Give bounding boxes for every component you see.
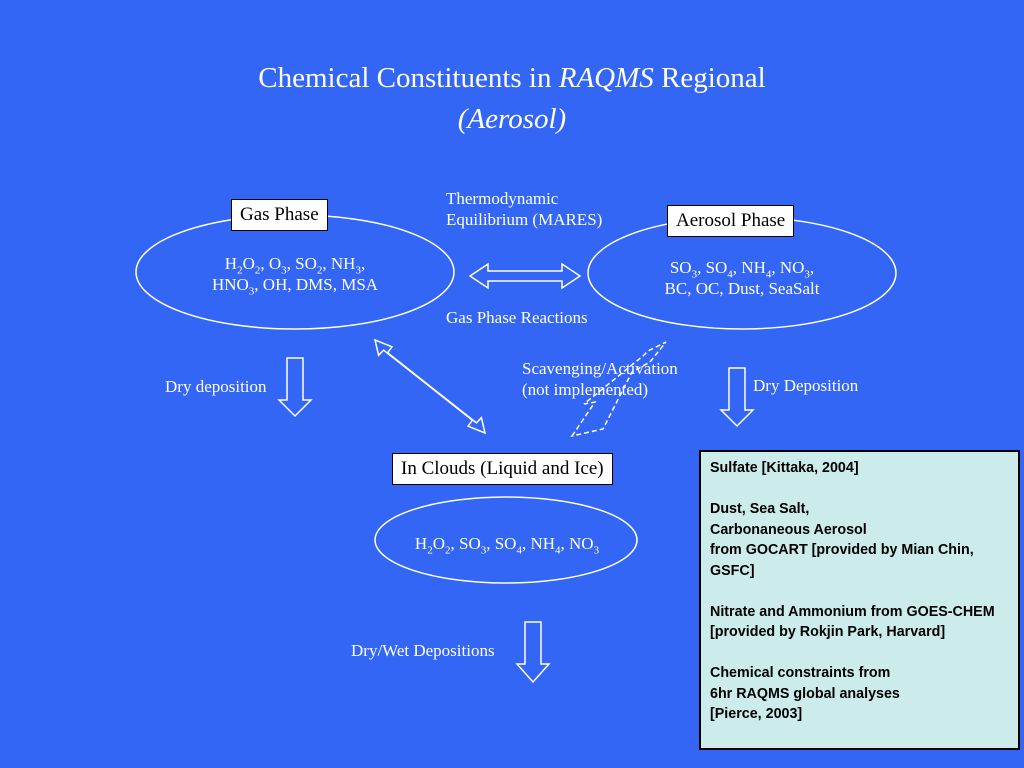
- formula-text: , NO: [560, 534, 594, 553]
- formula-text: , NO: [771, 258, 805, 277]
- formula-subscript: 2: [444, 544, 451, 557]
- formula-text: , NH: [732, 258, 766, 277]
- info-line: [Pierce, 2003]: [710, 706, 803, 722]
- double-arrow-gas-aerosol: [468, 262, 582, 290]
- down-arrow-dry-deposition-left: [277, 357, 313, 418]
- dry-deposition-left-label: Dry deposition: [165, 377, 267, 396]
- down-arrow-dry-wet: [515, 621, 551, 684]
- formula-subscript: 3: [480, 544, 487, 557]
- thermo-equilibrium-label: Thermodynamic Equilibrium (MARES): [446, 188, 602, 230]
- info-line: from GOCART [provided by Mian Chin, GSFC…: [710, 542, 974, 579]
- title-model-name: RAQMS: [558, 62, 654, 94]
- title-suffix: Regional: [653, 62, 766, 94]
- formula-subscript: 2: [237, 264, 243, 277]
- dashed-arrow-scavenging: [570, 341, 667, 438]
- gas-phase-species: H2O2, O3, SO2, NH3, HNO3, OH, DMS, MSA: [170, 253, 420, 298]
- gas-phase-reactions-label: Gas Phase Reactions: [446, 308, 588, 327]
- gas-species-line-2: HNO3, OH, DMS, MSA: [170, 274, 420, 298]
- formula-text: H: [224, 254, 238, 273]
- aerosol-species-line-2: BC, OC, Dust, SeaSalt: [664, 279, 820, 298]
- formula-text: , SO: [486, 534, 517, 553]
- info-gocart: Dust, Sea Salt, Carbonaneous Aerosol from …: [710, 499, 1014, 581]
- formula-text: O: [432, 534, 445, 553]
- dry-deposition-right-label: Dry Deposition: [753, 376, 859, 395]
- formula-subscript: 3: [804, 268, 810, 281]
- formula-subscript: 3: [248, 285, 255, 298]
- info-line: Sulfate [Kittaka, 2004]: [710, 460, 859, 476]
- clouds-species-line-1: H2O2, SO3, SO4, NH4, NO3: [376, 533, 638, 557]
- formula-subscript: 4: [765, 268, 772, 281]
- clouds-label: In Clouds (Liquid and Ice): [392, 453, 613, 485]
- formula-subscript: 4: [555, 544, 561, 557]
- dry-wet-depositions-label: Dry/Wet Depositions: [351, 641, 495, 660]
- page-title: Chemical Constituents in RAQMS Regional: [0, 60, 1024, 96]
- scavenging-line-2: (not implemented): [522, 380, 649, 399]
- info-constraints: Chemical constraints from 6hr RAQMS globa…: [710, 663, 1014, 725]
- aerosol-phase-label: Aerosol Phase: [667, 205, 795, 237]
- clouds-ellipse: [374, 496, 638, 584]
- scavenging-line-1: Scavenging/Activation: [522, 359, 678, 378]
- gas-phase-label: Gas Phase: [231, 199, 328, 231]
- formula-text: , SO: [286, 254, 317, 273]
- clouds-species: H2O2, SO3, SO4, NH4, NO3: [376, 533, 638, 557]
- formula-text: ,: [360, 254, 366, 273]
- double-arrow-gas-clouds: [373, 338, 487, 435]
- formula-text: O: [242, 254, 255, 273]
- thermo-line-1: Thermodynamic: [446, 189, 559, 208]
- formula-text: , OH, DMS, MSA: [254, 275, 379, 294]
- formula-subscript: 2: [316, 264, 323, 277]
- formula-text: ,: [809, 258, 815, 277]
- formula-text: SO: [669, 258, 692, 277]
- formula-subscript: 4: [727, 268, 733, 281]
- down-arrow-dry-deposition-right: [719, 367, 755, 428]
- info-nitrate: Nitrate and Ammonium from GOES-CHEM [pro…: [710, 602, 1014, 643]
- formula-subscript: 3: [281, 264, 287, 277]
- formula-subscript: 2: [427, 544, 433, 557]
- info-line: Nitrate and Ammonium from GOES-CHEM [pro…: [710, 603, 995, 641]
- scavenging-label: Scavenging/Activation (not implemented): [522, 358, 678, 400]
- info-line: Carbonaneous Aerosol: [710, 521, 867, 538]
- formula-text: HNO: [211, 275, 249, 294]
- info-line: Dust, Sea Salt,: [710, 501, 810, 517]
- aerosol-phase-species: SO3, SO4, NH4, NO3, BC, OC, Dust, SeaSal…: [617, 257, 867, 299]
- formula-text: , SO: [697, 258, 728, 277]
- formula-text: , NH: [521, 534, 556, 553]
- aerosol-species-line-1: SO3, SO4, NH4, NO3,: [617, 257, 867, 281]
- info-line: Chemical constraints from: [710, 665, 891, 681]
- formula-subscript: 4: [516, 544, 522, 557]
- formula-text: H: [414, 534, 428, 553]
- info-box: Sulfate [Kittaka, 2004] Dust, Sea Salt, C…: [699, 450, 1020, 750]
- page-subtitle: (Aerosol): [457, 103, 567, 135]
- info-line: 6hr RAQMS global analyses: [710, 685, 900, 702]
- gas-species-line-1: H2O2, O3, SO2, NH3,: [170, 253, 420, 277]
- thermo-line-2: Equilibrium (MARES): [446, 210, 603, 229]
- info-sulfate: Sulfate [Kittaka, 2004]: [710, 458, 1014, 479]
- title-prefix: Chemical Constituents in: [258, 62, 559, 94]
- formula-subscript: 2: [254, 264, 261, 277]
- formula-subscript: 3: [691, 268, 698, 281]
- formula-subscript: 3: [355, 264, 361, 277]
- formula-text: , SO: [450, 534, 481, 553]
- formula-text: , NH: [322, 254, 356, 273]
- formula-text: , O: [260, 254, 282, 273]
- formula-subscript: 3: [593, 544, 600, 557]
